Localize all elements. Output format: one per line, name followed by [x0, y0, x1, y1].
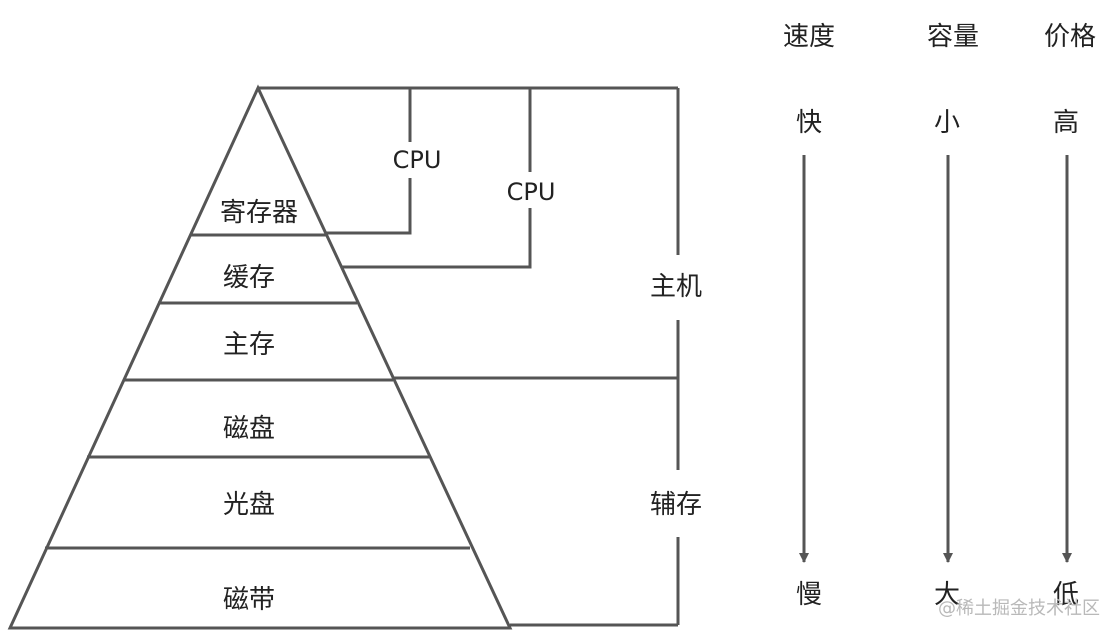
metric-top-capacity: 小 — [934, 108, 960, 138]
metric-header-capacity: 容量 — [927, 22, 979, 52]
connectors — [258, 86, 680, 627]
level-label-cache: 缓存 — [223, 263, 275, 293]
metric-top-speed: 快 — [796, 108, 822, 138]
pyramid-outline — [7, 84, 513, 630]
level-label-registers: 寄存器 — [220, 198, 298, 228]
metric-bottom-price: 低 — [1053, 580, 1079, 610]
cpu-2-connector-lower — [342, 208, 532, 269]
level-label-disk: 磁盘 — [223, 414, 275, 444]
metric-top-price: 高 — [1053, 108, 1079, 138]
cpu-1-connector-lower — [326, 178, 412, 235]
metric-capacity: 容量 小 大 — [927, 22, 979, 610]
metric-bottom-capacity: 大 — [934, 580, 960, 610]
metric-bottom-speed: 慢 — [796, 580, 822, 610]
level-label-main-memory: 主存 — [223, 330, 275, 360]
metric-header-speed: 速度 — [783, 22, 835, 52]
metric-price: 价格 高 低 — [1044, 22, 1096, 610]
watermark: @稀土掘金技术社区 — [938, 598, 1100, 619]
group-label-host: 主机 — [650, 272, 702, 302]
cpu-label-1: CPU — [393, 146, 442, 174]
pyramid — [7, 84, 513, 630]
cpu-label-2: CPU — [507, 178, 556, 206]
group-label-auxiliary: 辅存 — [650, 490, 702, 520]
level-label-tape: 磁带 — [223, 585, 275, 615]
metric-speed: 速度 快 慢 — [783, 22, 835, 610]
level-label-optical-disc: 光盘 — [223, 490, 275, 520]
metric-header-price: 价格 — [1044, 22, 1096, 52]
